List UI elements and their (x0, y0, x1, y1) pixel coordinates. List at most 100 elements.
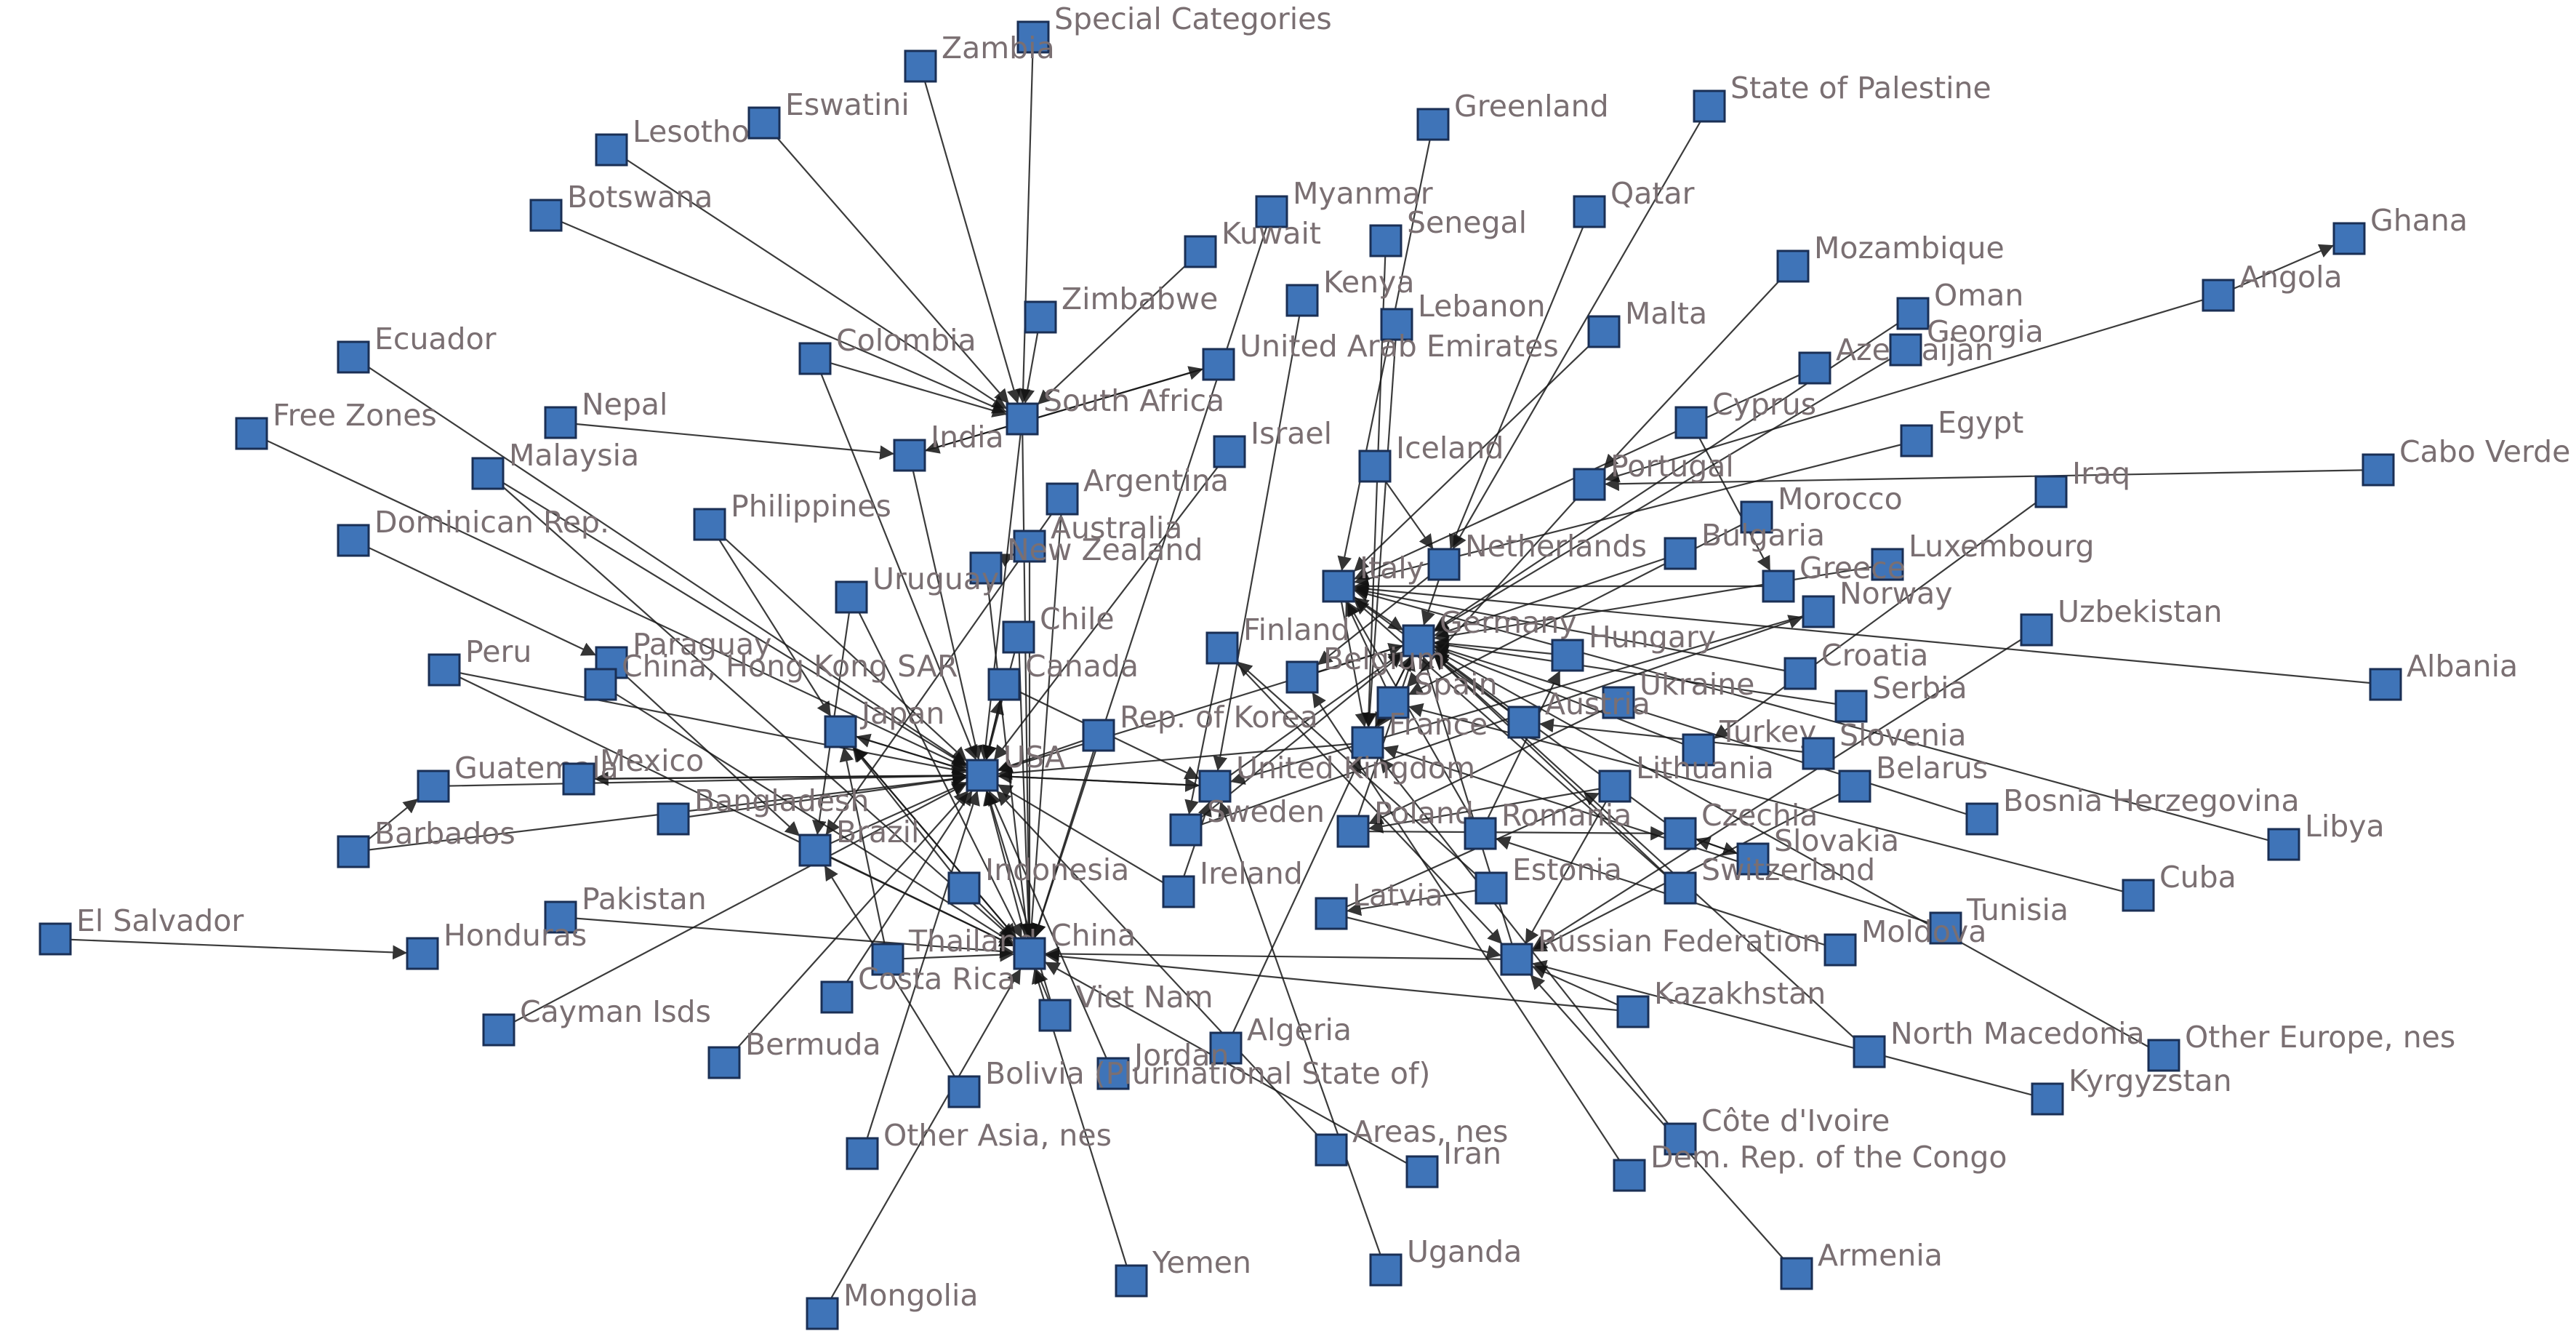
node-angola[interactable]: Angola (2202, 260, 2343, 312)
node-box[interactable] (1693, 89, 1726, 123)
node-box[interactable] (1900, 424, 1933, 457)
node-box[interactable] (1209, 1031, 1243, 1065)
node-box[interactable] (2202, 279, 2235, 312)
node-bosnia[interactable]: Bosnia Herzegovina (1965, 783, 2300, 836)
node-algeria[interactable]: Algeria (1209, 1012, 1352, 1065)
node-uae[interactable]: United Arab Emirates (1202, 329, 1559, 381)
node-yemen[interactable]: Yemen (1115, 1245, 1251, 1298)
node-box[interactable] (1573, 195, 1606, 228)
node-box[interactable] (337, 835, 370, 868)
node-portugal[interactable]: Portugal (1573, 449, 1734, 501)
node-australia[interactable]: Australia (1013, 511, 1182, 563)
node-bermuda[interactable]: Bermuda (707, 1027, 881, 1079)
node-ukraine[interactable]: Ukraine (1602, 667, 1754, 719)
node-switzerland[interactable]: Switzerland (1664, 852, 1875, 905)
node-finland[interactable]: Finland (1205, 612, 1350, 665)
node-pakistan[interactable]: Pakistan (544, 882, 707, 934)
node-box[interactable] (1500, 943, 1533, 976)
node-box[interactable] (806, 1297, 839, 1330)
node-qatar[interactable]: Qatar (1573, 176, 1695, 228)
node-box[interactable] (1664, 1122, 1697, 1156)
node-tunisia[interactable]: Tunisia (1929, 892, 2069, 945)
node-box[interactable] (798, 834, 832, 867)
node-other_asia[interactable]: Other Asia, nes (846, 1118, 1112, 1170)
node-box[interactable] (1369, 1253, 1403, 1287)
node-box[interactable] (1082, 719, 1115, 752)
node-turkey[interactable]: Turkey (1682, 714, 1816, 767)
node-box[interactable] (1838, 770, 1871, 803)
node-box[interactable] (595, 133, 628, 167)
node-philippines[interactable]: Philippines (693, 489, 891, 541)
node-cayman[interactable]: Cayman Isds (482, 994, 711, 1047)
node-box[interactable] (1162, 875, 1195, 908)
node-box[interactable] (417, 770, 450, 803)
node-box[interactable] (1674, 406, 1708, 439)
node-box[interactable] (1853, 1035, 1886, 1068)
node-box[interactable] (1507, 706, 1541, 739)
node-sweden[interactable]: Sweden (1169, 794, 1325, 847)
node-senegal[interactable]: Senegal (1369, 205, 1527, 257)
node-box[interactable] (987, 668, 1021, 701)
node-cote_divoire[interactable]: Côte d'Ivoire (1664, 1103, 1890, 1156)
node-china[interactable]: China (1013, 918, 1136, 970)
node-special_categories[interactable]: Special Categories (1016, 1, 1332, 54)
node-costa_rica[interactable]: Costa Rica (820, 962, 1016, 1014)
node-box[interactable] (1464, 817, 1497, 850)
node-box[interactable] (235, 417, 268, 450)
node-box[interactable] (1024, 300, 1057, 334)
node-box[interactable] (1740, 500, 1773, 534)
node-box[interactable] (2362, 453, 2395, 487)
node-spain[interactable]: Spain (1376, 667, 1498, 719)
node-chile[interactable]: Chile (1002, 601, 1115, 654)
node-slovenia[interactable]: Slovenia (1802, 718, 1967, 770)
node-lesotho[interactable]: Lesotho (595, 114, 750, 167)
node-romania[interactable]: Romania (1464, 798, 1632, 850)
node-other_europe[interactable]: Other Europe, nes (2147, 1020, 2455, 1072)
node-box[interactable] (1002, 620, 1035, 654)
node-honduras[interactable]: Honduras (406, 918, 587, 970)
node-box[interactable] (1929, 911, 1962, 945)
node-mexico[interactable]: Mexico (562, 743, 704, 796)
node-box[interactable] (1376, 686, 1410, 719)
node-luxembourg[interactable]: Luxembourg (1871, 529, 2095, 581)
node-box[interactable] (1602, 686, 1635, 719)
node-italy[interactable]: Italy (1322, 551, 1424, 603)
node-box[interactable] (1616, 995, 1650, 1028)
node-box[interactable] (1369, 224, 1403, 257)
node-india[interactable]: India (893, 420, 1004, 472)
node-box[interactable] (1013, 937, 1046, 970)
node-box[interactable] (1169, 813, 1203, 847)
node-ireland[interactable]: Ireland (1162, 856, 1303, 908)
node-box[interactable] (337, 340, 370, 374)
node-colombia[interactable]: Colombia (798, 323, 976, 375)
node-libya[interactable]: Libya (2267, 809, 2385, 861)
node-box[interactable] (707, 1046, 741, 1079)
node-box[interactable] (904, 49, 937, 83)
node-box[interactable] (947, 871, 981, 905)
node-iceland[interactable]: Iceland (1358, 431, 1504, 483)
node-kuwait[interactable]: Kuwait (1184, 216, 1321, 268)
node-box[interactable] (1871, 548, 1904, 581)
node-box[interactable] (1351, 726, 1384, 759)
node-box[interactable] (1198, 770, 1232, 803)
node-box[interactable] (1889, 333, 1922, 367)
node-bolivia[interactable]: Bolivia (Plurinational State of) (947, 1056, 1430, 1108)
node-slovakia[interactable]: Slovakia (1736, 823, 1899, 876)
node-new_zealand[interactable]: New Zealand (969, 532, 1203, 585)
node-box[interactable] (824, 715, 857, 748)
node-box[interactable] (1358, 449, 1392, 483)
node-box[interactable] (2332, 222, 2366, 255)
node-box[interactable] (1380, 308, 1413, 341)
node-albania[interactable]: Albania (2369, 649, 2518, 701)
node-box[interactable] (1682, 733, 1715, 767)
node-box[interactable] (1016, 20, 1050, 54)
node-box[interactable] (1783, 657, 1817, 690)
node-cabo_verde[interactable]: Cabo Verde (2362, 434, 2570, 487)
node-box[interactable] (1285, 660, 1319, 694)
node-kenya[interactable]: Kenya (1285, 265, 1414, 317)
node-box[interactable] (693, 508, 726, 541)
node-box[interactable] (1046, 482, 1079, 516)
node-box[interactable] (820, 980, 854, 1014)
node-box[interactable] (1776, 249, 1810, 283)
node-box[interactable] (471, 457, 505, 490)
